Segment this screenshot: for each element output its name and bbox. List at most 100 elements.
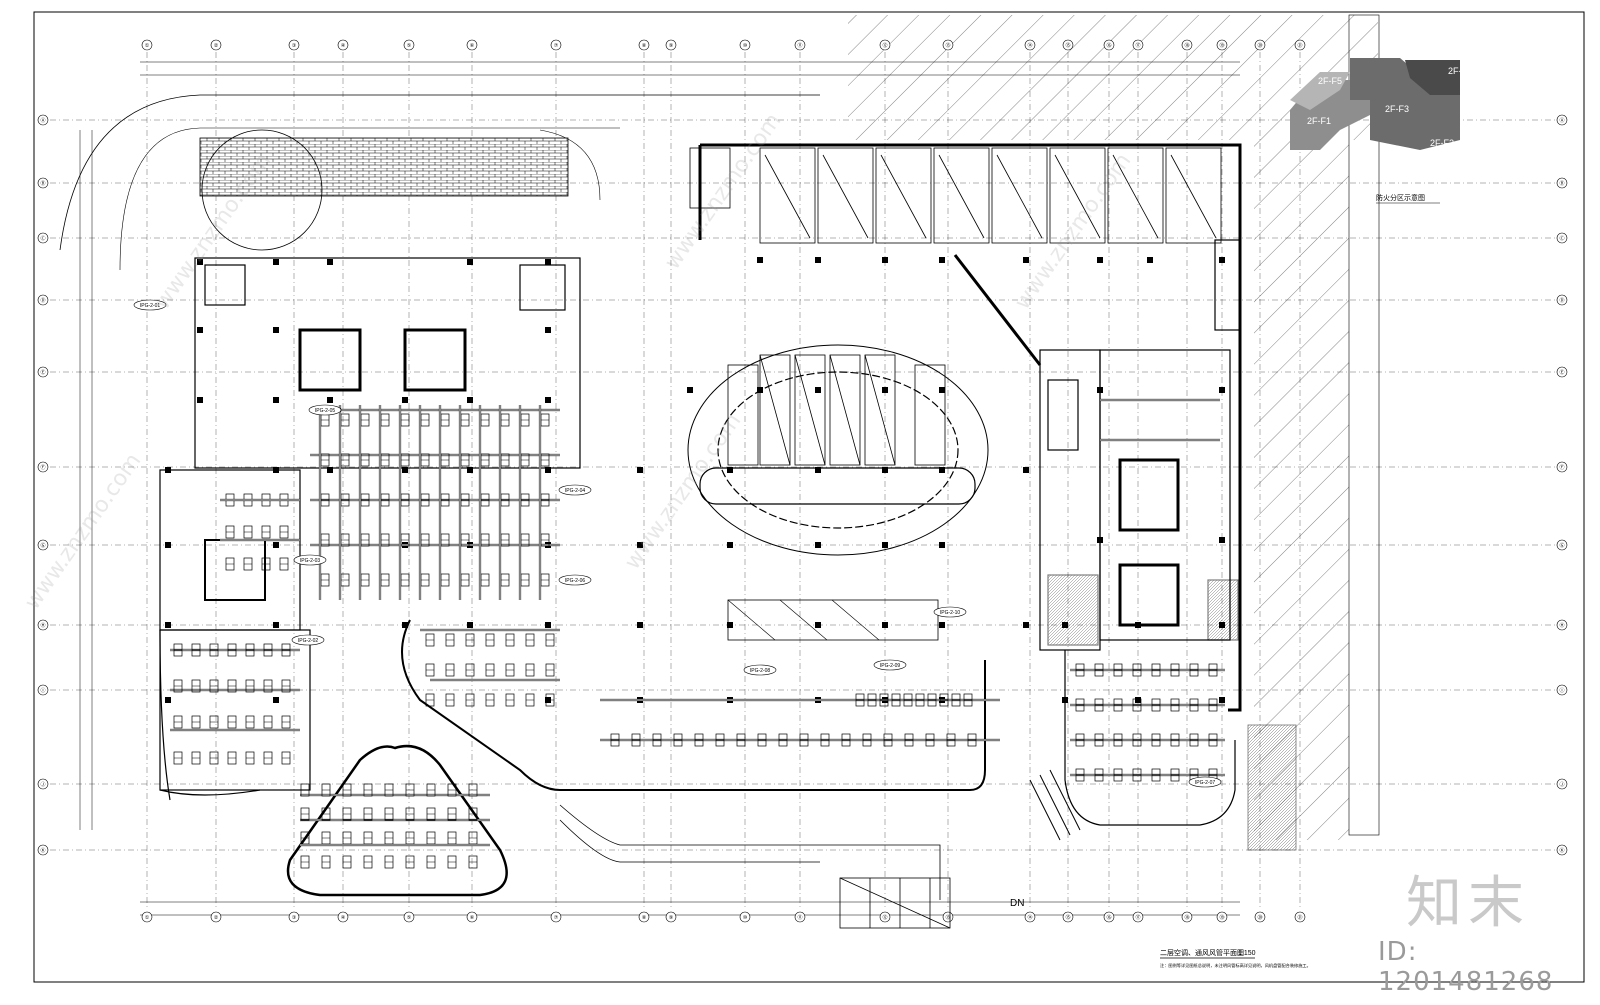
grid-bubble <box>794 911 806 923</box>
grid-bubble <box>337 39 349 51</box>
column <box>197 327 203 333</box>
adjacent-site-hatch <box>848 14 1380 840</box>
column <box>637 542 643 548</box>
equipment-tag-bubble <box>743 664 777 676</box>
grid-label: Ⓐ <box>40 117 45 124</box>
column <box>327 397 333 403</box>
column <box>815 387 821 393</box>
column <box>273 622 279 628</box>
grid-label: ⑫ <box>882 42 887 49</box>
column <box>545 259 551 265</box>
column <box>165 697 171 703</box>
zone-label: 2F-F4 <box>1448 66 1472 76</box>
equipment-tag: IPG-2-10 <box>940 610 961 616</box>
column <box>273 542 279 548</box>
grid-bubble <box>1556 778 1568 790</box>
column <box>402 622 408 628</box>
equipment-tag-bubble <box>558 484 592 496</box>
grid-label: ⑰ <box>1135 914 1140 921</box>
grid-bubble <box>37 366 49 378</box>
atrium-void <box>687 344 989 556</box>
equipment-tag: IPG-2-09 <box>880 663 901 669</box>
grid-bubble <box>1556 366 1568 378</box>
grid-label: ⑩ <box>743 43 748 49</box>
column <box>1219 537 1225 543</box>
grid-label: ① <box>145 43 150 49</box>
grid-label: ⑲ <box>1219 42 1224 49</box>
grid-bubble <box>210 911 222 923</box>
equipment-tag: IPG-2-05 <box>315 408 336 414</box>
column <box>273 259 279 265</box>
grid-bubble <box>403 911 415 923</box>
column <box>687 387 693 393</box>
south-stair-area <box>559 724 1297 929</box>
column <box>273 697 279 703</box>
grid-bubble <box>466 911 478 923</box>
column <box>939 387 945 393</box>
column <box>939 257 945 263</box>
grid-label: ⑨ <box>669 915 674 921</box>
column <box>1023 257 1029 263</box>
equipment-tag: IPG-2-07 <box>1195 780 1216 786</box>
grid-label: ⑥ <box>470 915 475 921</box>
column <box>882 622 888 628</box>
column <box>545 327 551 333</box>
grid-bubble <box>37 461 49 473</box>
grid-label: ② <box>214 915 219 921</box>
curved-lobby <box>401 619 986 791</box>
grid-label: ⑫ <box>882 914 887 921</box>
fire-zone-key-plan: 2F-F5 2F-F4 2F-F3 2F-F1 2F-F2 防火分区示意图 <box>1290 58 1472 204</box>
grid-label: Ⓒ <box>1559 235 1564 242</box>
column <box>327 467 333 473</box>
grid-bubble <box>1181 39 1193 51</box>
grid-bubble <box>1556 684 1568 696</box>
column <box>727 542 733 548</box>
column <box>273 327 279 333</box>
grid-label: ③ <box>292 915 297 921</box>
grid-label: ⑰ <box>1135 42 1140 49</box>
grid-bubble <box>37 232 49 244</box>
zone-label: 2F-F5 <box>1318 76 1342 86</box>
column <box>467 622 473 628</box>
grid-label: ㉑ <box>1297 914 1302 921</box>
grid-bubble <box>942 39 954 51</box>
grid-bubble <box>879 911 891 923</box>
column <box>1097 257 1103 263</box>
grid-label: ② <box>214 43 219 49</box>
grid-label: ⑯ <box>1106 42 1111 49</box>
grid-label: Ⓐ <box>1559 117 1564 124</box>
column <box>1135 697 1141 703</box>
grid-label: ⑯ <box>1106 914 1111 921</box>
column <box>882 542 888 548</box>
grid-label: Ⓙ <box>40 781 45 788</box>
column <box>1219 387 1225 393</box>
grid-bubble <box>879 39 891 51</box>
column <box>1219 697 1225 703</box>
grid-bubble <box>550 39 562 51</box>
zone-label: 2F-F2 <box>1430 138 1454 148</box>
equipment-tag-bubble <box>933 606 967 618</box>
grid-bubble <box>1254 911 1266 923</box>
grid-bubble <box>403 39 415 51</box>
grid-bubble <box>288 39 300 51</box>
equipment-tag: IPG-2-03 <box>300 558 321 564</box>
column <box>815 257 821 263</box>
drawing-scale: 1:150 <box>1238 950 1256 957</box>
column <box>165 542 171 548</box>
grid-bubble <box>1216 39 1228 51</box>
grid-label: Ⓚ <box>1559 847 1564 854</box>
grid-label: Ⓖ <box>1559 542 1564 549</box>
column <box>882 467 888 473</box>
grid-label: Ⓑ <box>40 180 45 187</box>
grid-label: ⑱ <box>1184 914 1189 921</box>
grid-bubble <box>794 39 806 51</box>
building-outline <box>698 143 1242 712</box>
column <box>402 397 408 403</box>
grid-bubble <box>37 294 49 306</box>
grid-bubble <box>1103 39 1115 51</box>
grid-bubble <box>141 911 153 923</box>
grid-bubble <box>1103 911 1115 923</box>
grid-bubble <box>1294 39 1306 51</box>
column <box>545 467 551 473</box>
grid-bubble <box>1556 232 1568 244</box>
